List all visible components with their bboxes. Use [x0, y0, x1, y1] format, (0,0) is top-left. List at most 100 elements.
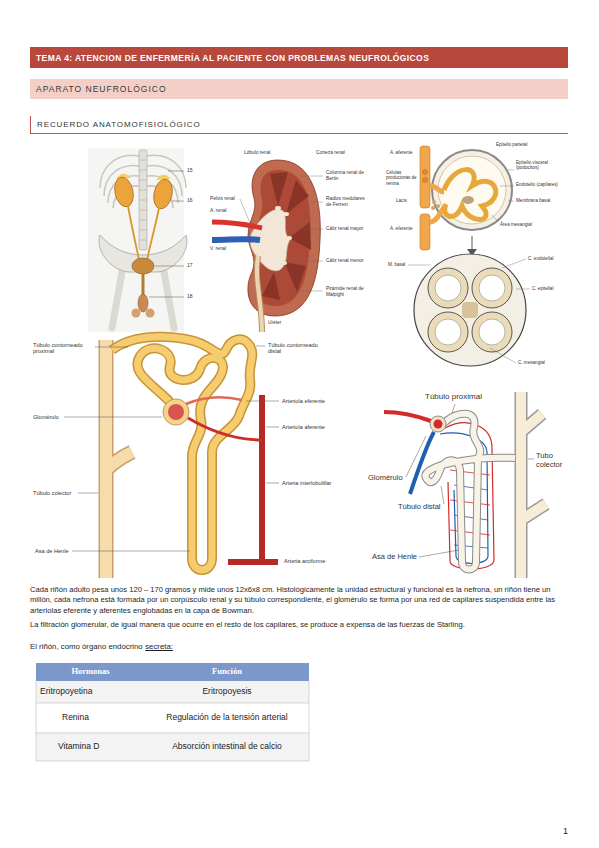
kidney-section-figure: [257, 256, 262, 332]
nephron-vessels-figure: [445, 423, 494, 569]
glomerulus-figure: [423, 178, 428, 183]
kidney-section-figure: [275, 206, 281, 210]
part-label: Células productoras de renina: [386, 170, 418, 186]
nephron-figure: [188, 418, 262, 440]
callout-number: 17: [187, 263, 193, 269]
kidney-section-figure: [284, 262, 306, 292]
nephron-vessels-figure: [521, 392, 546, 578]
part-label: Epitelio visceral (podocitos): [516, 160, 560, 171]
body-text: La filtración glomerular, de igual maner…: [30, 620, 568, 630]
part-label: Pirámide renal de Malpighi: [326, 286, 368, 297]
nephron-figure: [163, 399, 189, 425]
glomerulus-figure: [436, 204, 440, 208]
table-cell: Absorción intestinal de calcio: [145, 733, 309, 761]
callout-number: 16: [187, 198, 193, 204]
nephron-vessels-figure: [434, 420, 443, 429]
part-label: Lacis: [396, 198, 407, 203]
nephron-vessels-figure: [426, 414, 515, 570]
part-label: Túbulo proximal: [425, 392, 482, 401]
nephron-figure: [112, 337, 252, 570]
part-label: Arteriola aferente: [282, 424, 325, 430]
nephron-figure: [168, 404, 184, 420]
glomerulus-figure: [479, 319, 505, 345]
hormone-table: [36, 703, 309, 733]
table-cell: Vitamina D: [58, 733, 145, 761]
hormone-table: [36, 681, 309, 703]
glomerulus-figure: [462, 302, 478, 318]
part-label: Túbulo contorneado distal: [268, 342, 324, 355]
part-label: Glomérulo: [368, 474, 403, 483]
part-label: Endotelio (capilares): [516, 182, 560, 187]
glomerulus-figure: [492, 170, 514, 222]
kidney-section-figure: [257, 256, 262, 332]
callout-number: 15: [187, 168, 193, 174]
urinary-system-figure: [132, 309, 141, 318]
nephron-vessels-figure: [410, 432, 434, 494]
nephron-vessels-figure: [406, 404, 534, 557]
part-label: A. renal: [210, 208, 227, 214]
kidney-section-figure: [286, 236, 292, 240]
page-title: TEMA 4: ATENCION DE ENFERMERÍA AL PACIEN…: [30, 47, 568, 68]
part-label: Cáliz renal mayor: [326, 226, 363, 232]
part-label: Tubo colector: [536, 452, 570, 469]
part-label: Área mesangial: [500, 222, 532, 227]
kidney-section-figure: [240, 176, 323, 291]
glomerulus-figure: [414, 254, 526, 366]
part-label: Pelvis renal: [210, 196, 235, 202]
glomerulus-figure: [420, 214, 430, 250]
table-cell: Eritropoyesis: [145, 681, 309, 703]
nephron-vessels-figure: [450, 470, 490, 535]
urinary-system-figure: [139, 160, 147, 240]
part-label: Arteria arciforme: [284, 558, 325, 564]
part-label: C. endotelial: [528, 256, 554, 261]
glomerulus-figure: [431, 206, 435, 210]
nephron-figure: [64, 337, 279, 578]
glomerulus-figure: [428, 268, 468, 308]
part-label: Glomérulo: [33, 414, 59, 420]
glomerulus-figure: [472, 236, 473, 250]
nephron-vessels-figure: [426, 414, 515, 570]
kidney-section-figure: [286, 180, 309, 214]
part-label: Cáliz renal menor: [326, 258, 364, 264]
part-label: C. epitelial: [532, 286, 553, 291]
body-text: Cada riñón adulto pesa unos 120 – 170 gr…: [30, 585, 568, 616]
part-label: Uréter: [268, 320, 281, 326]
hormone-table: [36, 663, 309, 761]
part-label: A. eferente: [390, 226, 412, 231]
table-header: Hormonas: [36, 663, 145, 681]
part-label: Túbulo colector: [33, 490, 71, 496]
urinary-system-figure: [112, 175, 136, 208]
glomerulus-figure: [472, 268, 512, 308]
kidney-section-figure: [289, 222, 311, 250]
part-label: Túbulo contorneado proximal: [33, 342, 93, 355]
part-label: Arteria interlobulillar: [282, 480, 331, 486]
table-header: Función: [145, 663, 309, 681]
urinary-system-figure: [142, 274, 145, 296]
hormone-table: [36, 733, 309, 761]
nephron-vessels-figure: [384, 392, 546, 578]
table-cell: Renina: [62, 703, 145, 733]
glomerulus-figure: [428, 312, 468, 352]
part-label: M. basal: [388, 262, 405, 267]
kidney-section-figure: [262, 272, 280, 300]
nephron-figure: [186, 397, 242, 404]
urinary-system-figure: [112, 272, 174, 328]
table-cell: Regulación de la tensión arterial: [145, 703, 309, 733]
part-label: Arteriola eferente: [282, 398, 325, 404]
kidney-section-figure: [281, 261, 287, 265]
glomerulus-figure: [420, 146, 430, 208]
section-band: RECUERDO ANATOMOFISIOLÓGICO: [30, 116, 568, 134]
body-text: secreta:: [145, 642, 173, 653]
urinary-system-figure: [151, 177, 175, 210]
part-label: V. renal: [210, 246, 226, 252]
body-text: El riñón, como órgano endocrino: [30, 642, 143, 653]
hormone-table: [36, 663, 309, 681]
glomerulus-figure: [479, 275, 505, 301]
section-heading: RECUERDO ANATOMOFISIOLÓGICO: [37, 120, 201, 129]
glomerulus-figure: [432, 150, 512, 230]
nephron-vessels-figure: [430, 416, 446, 432]
part-label: Corteza renal: [316, 150, 345, 156]
title-band: [30, 47, 568, 68]
nephron-figure: [64, 346, 279, 551]
